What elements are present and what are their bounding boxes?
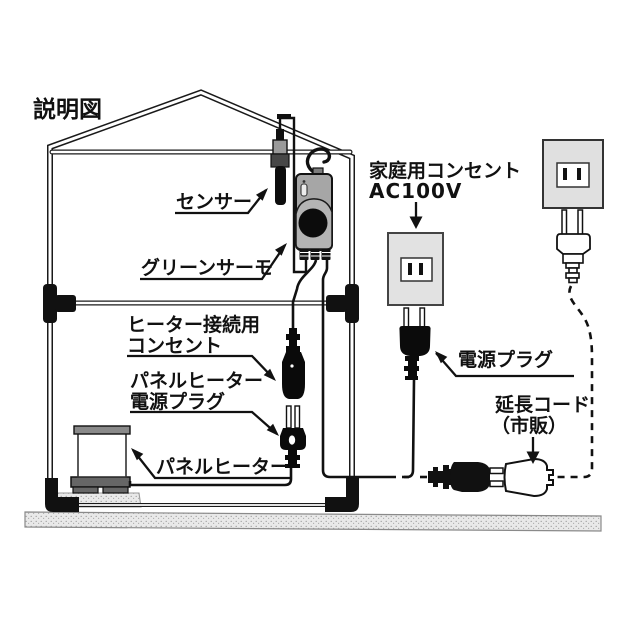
wall-outlet-right [542,139,604,209]
sensor-cable [277,114,308,274]
label-wall-outlet-2: AC100V [369,179,462,203]
label-heater-plug-2: 電源プラグ [130,390,225,413]
callout-arrowheads [131,188,540,464]
label-extension-2: （市販） [491,414,567,437]
label-heater-plug-1: パネルヒーター [130,370,263,392]
extension-cord-dashed [556,285,594,479]
label-heater-socket-1: ヒーター接続用 [127,313,260,336]
callout-panel-heater [132,449,292,480]
heater-plug [280,405,306,468]
callout-heater-plug [130,410,278,435]
wall-outlet-main [387,232,444,306]
label-power-plug: 電源プラグ [458,348,553,371]
plant-box [73,425,131,478]
hook-icon [305,147,332,176]
thermostat-unit [295,147,333,260]
label-wall-outlet-1: 家庭用コンセント [369,159,521,182]
indicator-light [300,183,308,197]
thermostat-dial [298,208,328,238]
ground [24,511,602,532]
callout-thermostat [140,244,286,281]
power-plug-bottom [428,462,504,492]
extension-plug-right [556,209,591,284]
frame-elbow-joints [45,478,359,512]
label-panel-heater: パネルヒーター [156,456,289,478]
label-thermostat: グリーンサーモ [141,256,273,279]
diagram-labels: 説明図 センサー グリーンサーモ ヒーター接続用 コンセント パネルヒーター 電… [33,96,590,478]
extension-connector [503,457,554,498]
indicator-dot [302,180,306,183]
frame-tee-joints [43,284,359,323]
power-plug-cable [404,379,427,479]
sensor-probe [270,129,290,205]
label-sensor: センサー [176,191,252,213]
heater-socket [282,328,305,399]
heater-socket-cable [291,259,318,328]
greenhouse-frame [47,89,355,507]
power-plug [399,307,431,380]
label-extension-1: 延長コード [494,394,590,416]
panel-heater-cable [128,468,293,487]
callout-heater-socket [127,354,275,380]
label-heater-socket-2: コンセント [127,335,222,357]
page-title: 説明図 [33,96,102,123]
